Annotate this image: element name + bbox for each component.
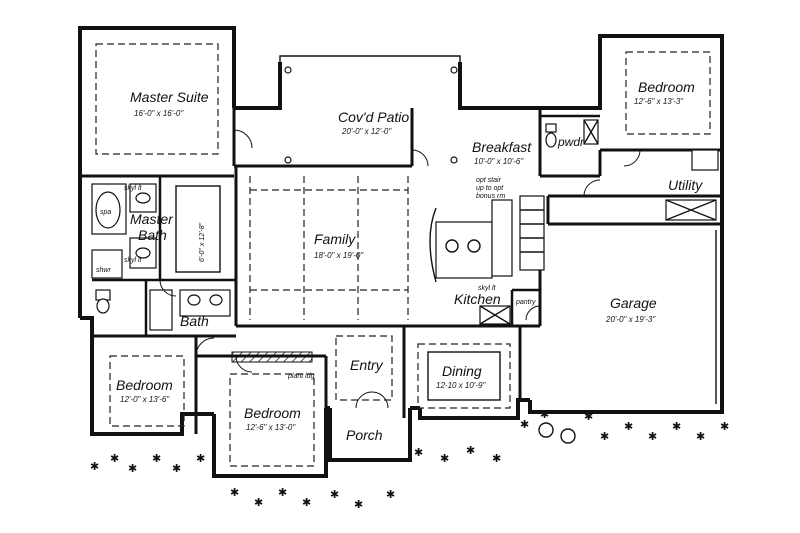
svg-text:✱: ✱ bbox=[90, 460, 99, 473]
porch-label: Porch bbox=[346, 427, 383, 443]
svg-text:✱: ✱ bbox=[414, 446, 423, 459]
bedroom-s-label: Bedroom bbox=[244, 405, 301, 421]
skylight-bath-note-2: skyl lt bbox=[124, 257, 143, 264]
covd-patio-label: Cov'd Patio bbox=[338, 109, 409, 125]
svg-text:✱: ✱ bbox=[152, 452, 161, 465]
skylight-note: skyl lt bbox=[478, 285, 497, 292]
patio-outline bbox=[279, 55, 461, 164]
utility-label: Utility bbox=[668, 177, 703, 193]
svg-text:✱: ✱ bbox=[720, 420, 729, 433]
bedroom-sw-dim: 12'-0" x 13'-6" bbox=[120, 395, 170, 404]
spa-note: spa bbox=[100, 209, 111, 216]
svg-text:✱: ✱ bbox=[196, 452, 205, 465]
svg-text:✱: ✱ bbox=[230, 486, 239, 499]
svg-text:✱: ✱ bbox=[540, 408, 549, 421]
svg-text:✱: ✱ bbox=[648, 430, 657, 443]
exterior-walls bbox=[78, 26, 724, 478]
opt-stair-note-1: opt stair bbox=[476, 177, 502, 184]
svg-text:✱: ✱ bbox=[330, 488, 339, 501]
svg-text:✱: ✱ bbox=[302, 496, 311, 509]
opt-stair-note-2: up to opt bbox=[476, 185, 504, 192]
svg-text:✱: ✱ bbox=[672, 420, 681, 433]
plan-notes: pwdr opt stair up to opt bonus rm skyl l… bbox=[96, 135, 585, 380]
entry-label: Entry bbox=[350, 357, 384, 373]
family-dim: 18'-0" x 19'-0" bbox=[314, 251, 364, 260]
bedroom-s-dim: 12'-6" x 13'-0" bbox=[246, 423, 296, 432]
svg-text:✱: ✱ bbox=[254, 496, 263, 509]
doors bbox=[159, 129, 717, 409]
master-suite-dim: 16'-0" x 16'-0" bbox=[134, 109, 184, 118]
svg-text:✱: ✱ bbox=[386, 488, 395, 501]
bedroom-ne-label: Bedroom bbox=[638, 79, 695, 95]
pwdr-label: pwdr bbox=[557, 135, 585, 149]
plant-ledge-note: plant ldg bbox=[287, 373, 315, 380]
bedroom-ne-dim: 12'-6" x 13'-3" bbox=[634, 97, 684, 106]
fixtures bbox=[91, 119, 719, 363]
master-suite-label: Master Suite bbox=[130, 89, 209, 105]
svg-text:✱: ✱ bbox=[354, 498, 363, 511]
opt-stair-note-3: bonus rm bbox=[476, 193, 505, 200]
garage-dim: 20'-0" x 19'-3" bbox=[605, 315, 656, 324]
shower-note: shwr bbox=[96, 267, 111, 274]
svg-text:✱: ✱ bbox=[128, 462, 137, 475]
svg-text:✱: ✱ bbox=[696, 430, 705, 443]
bedroom-sw-label: Bedroom bbox=[116, 377, 173, 393]
pantry-note: pantry bbox=[515, 299, 536, 306]
svg-text:✱: ✱ bbox=[172, 462, 181, 475]
skylight-bath-note-1: skyl lt bbox=[124, 185, 143, 192]
master-bath-label: Master bbox=[130, 211, 174, 227]
svg-text:✱: ✱ bbox=[584, 410, 593, 423]
svg-text:✱: ✱ bbox=[466, 444, 475, 457]
svg-text:✱: ✱ bbox=[520, 418, 529, 431]
closet-dim-note: 6'-0" x 12'-8" bbox=[199, 222, 206, 262]
covd-patio-dim: 20'-0" x 12'-0" bbox=[341, 127, 392, 136]
svg-text:✱: ✱ bbox=[110, 452, 119, 465]
family-label: Family bbox=[314, 231, 356, 247]
garage-label: Garage bbox=[610, 295, 657, 311]
svg-text:✱: ✱ bbox=[440, 452, 449, 465]
svg-text:✱: ✱ bbox=[492, 452, 501, 465]
svg-text:✱: ✱ bbox=[600, 430, 609, 443]
dining-label: Dining bbox=[442, 363, 482, 379]
breakfast-label: Breakfast bbox=[472, 139, 532, 155]
bath-label: Bath bbox=[180, 313, 209, 329]
svg-text:✱: ✱ bbox=[278, 486, 287, 499]
room-labels: Master Suite 16'-0" x 16'-0" Cov'd Patio… bbox=[116, 79, 703, 443]
ceiling-dashes bbox=[95, 43, 711, 467]
breakfast-dim: 10'-0" x 10'-6" bbox=[474, 157, 524, 166]
interior-walls bbox=[80, 108, 722, 434]
svg-text:✱: ✱ bbox=[624, 420, 633, 433]
shrubs: ✱ ✱ ✱ ✱ ✱ ✱ ✱ ✱ ✱ ✱ ✱ ✱ ✱ ✱ ✱ ✱ ✱ ✱ ✱ ✱ … bbox=[90, 408, 729, 511]
dining-dim: 12-10 x 10'-9" bbox=[436, 381, 486, 390]
kitchen-label: Kitchen bbox=[454, 291, 501, 307]
master-bath-label-2: Bath bbox=[138, 227, 167, 243]
